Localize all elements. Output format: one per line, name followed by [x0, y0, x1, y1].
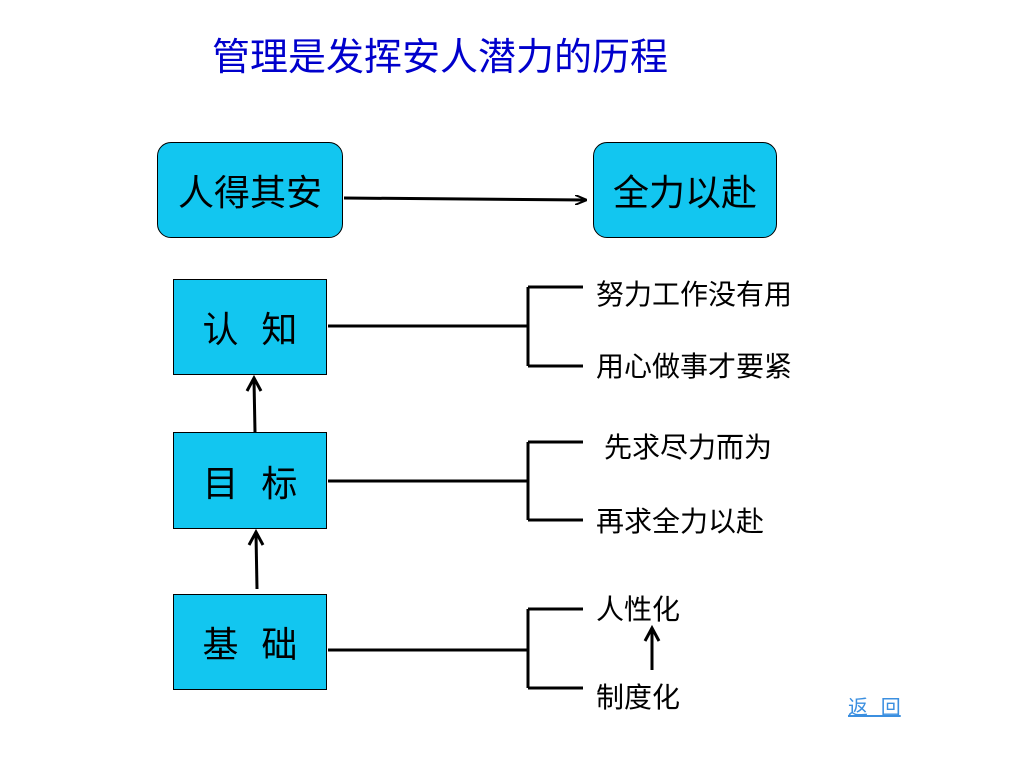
bracket-target: [328, 440, 583, 522]
up-arrow-system-to-humanized: [643, 624, 661, 670]
bracket-foundation: [328, 607, 583, 690]
bracket-cognition: [328, 285, 583, 368]
item-foundation-2: 制度化: [596, 681, 681, 714]
box-full-effort: 全力以赴: [593, 142, 777, 238]
slide-title: 管理是发挥安人潜力的历程: [211, 35, 668, 79]
up-arrow-target-to-cognition: [245, 374, 263, 433]
box-target: 目 标: [173, 432, 327, 529]
return-link[interactable]: 返 回: [848, 695, 901, 719]
top-arrow: [343, 198, 586, 200]
up-arrow-foundation-to-target: [247, 528, 265, 590]
item-cognition-1: 努力工作没有用: [596, 278, 793, 311]
item-target-1: 先求尽力而为: [604, 431, 773, 464]
item-target-2: 再求全力以赴: [596, 505, 765, 538]
item-cognition-2: 用心做事才要紧: [596, 350, 793, 383]
item-foundation-1: 人性化: [596, 593, 681, 626]
box-people-at-ease: 人得其安: [157, 142, 343, 238]
box-cognition: 认 知: [173, 279, 327, 375]
box-foundation: 基 础: [173, 594, 327, 690]
